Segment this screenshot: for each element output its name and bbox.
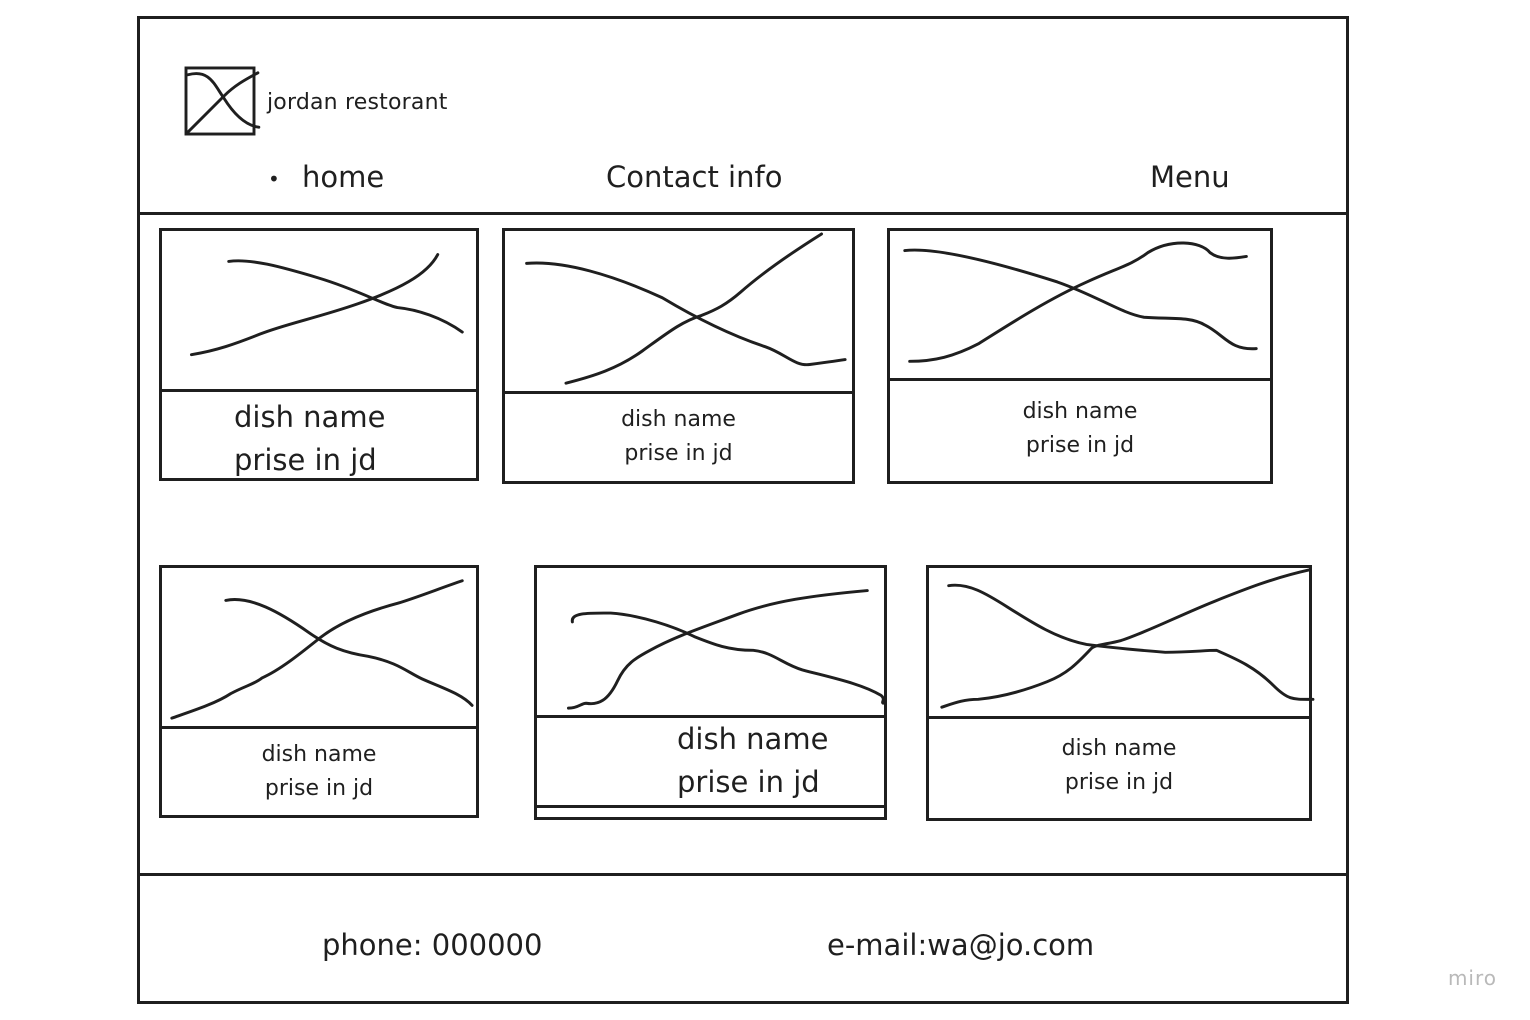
- dish-card-4[interactable]: dish name prise in jd: [159, 565, 479, 818]
- dish-image-placeholder-1: [162, 231, 476, 392]
- dish-image-placeholder-4: [162, 568, 476, 729]
- dish-caption-1: dish name prise in jd: [234, 396, 548, 482]
- dish-name-5: dish name: [677, 722, 829, 756]
- dish-name-4: dish name: [261, 742, 377, 767]
- dish-name-6: dish name: [1061, 736, 1177, 761]
- miro-watermark: miro: [1447, 966, 1497, 990]
- dish-caption-5: dish name prise in jd: [677, 718, 1024, 804]
- dish-price-3: prise in jd: [1025, 433, 1135, 459]
- dish-price-5: prise in jd: [677, 764, 820, 799]
- dish-image-placeholder-2: [505, 231, 852, 394]
- dish-price-2: prise in jd: [624, 441, 733, 467]
- dish-image-placeholder-3: [890, 231, 1270, 381]
- footer-divider: [140, 873, 1346, 876]
- dish-caption-3: dish name prise in jd: [890, 395, 1270, 463]
- footer-email[interactable]: e-mail:wa@jo.com: [827, 928, 1095, 962]
- header-divider: [140, 212, 1346, 215]
- brand-name: jordan restorant: [267, 90, 448, 115]
- dish-name-1: dish name: [234, 400, 386, 434]
- dish-caption-4: dish name prise in jd: [162, 738, 476, 806]
- nav-bullet: •: [268, 167, 280, 191]
- dish-card-5[interactable]: dish name prise in jd: [534, 565, 887, 820]
- dish-image-placeholder-6: [929, 568, 1315, 719]
- logo-placeholder-image-icon[interactable]: [184, 66, 261, 136]
- dish-image-placeholder-5: [537, 568, 885, 718]
- dish-card-1[interactable]: dish name prise in jd: [159, 228, 479, 481]
- card-5-bottom-line: [534, 805, 887, 808]
- nav-contact-info-link[interactable]: Contact info: [606, 160, 783, 194]
- dish-name-3: dish name: [1022, 399, 1138, 424]
- dish-price-4: prise in jd: [264, 776, 374, 802]
- page-frame: [137, 16, 1349, 1004]
- dish-card-3[interactable]: dish name prise in jd: [887, 228, 1273, 484]
- dish-name-2: dish name: [621, 407, 736, 432]
- dish-price-6: prise in jd: [1064, 770, 1174, 796]
- nav-menu-link[interactable]: Menu: [1150, 160, 1230, 194]
- nav-home-link[interactable]: home: [302, 160, 385, 194]
- dish-caption-6: dish name prise in jd: [929, 732, 1309, 800]
- dish-card-2[interactable]: dish name prise in jd: [502, 228, 855, 484]
- dish-price-1: prise in jd: [234, 442, 377, 477]
- footer-phone: phone: 000000: [322, 928, 543, 962]
- dish-caption-2: dish name prise in jd: [505, 403, 852, 471]
- dish-card-6[interactable]: dish name prise in jd: [926, 565, 1315, 821]
